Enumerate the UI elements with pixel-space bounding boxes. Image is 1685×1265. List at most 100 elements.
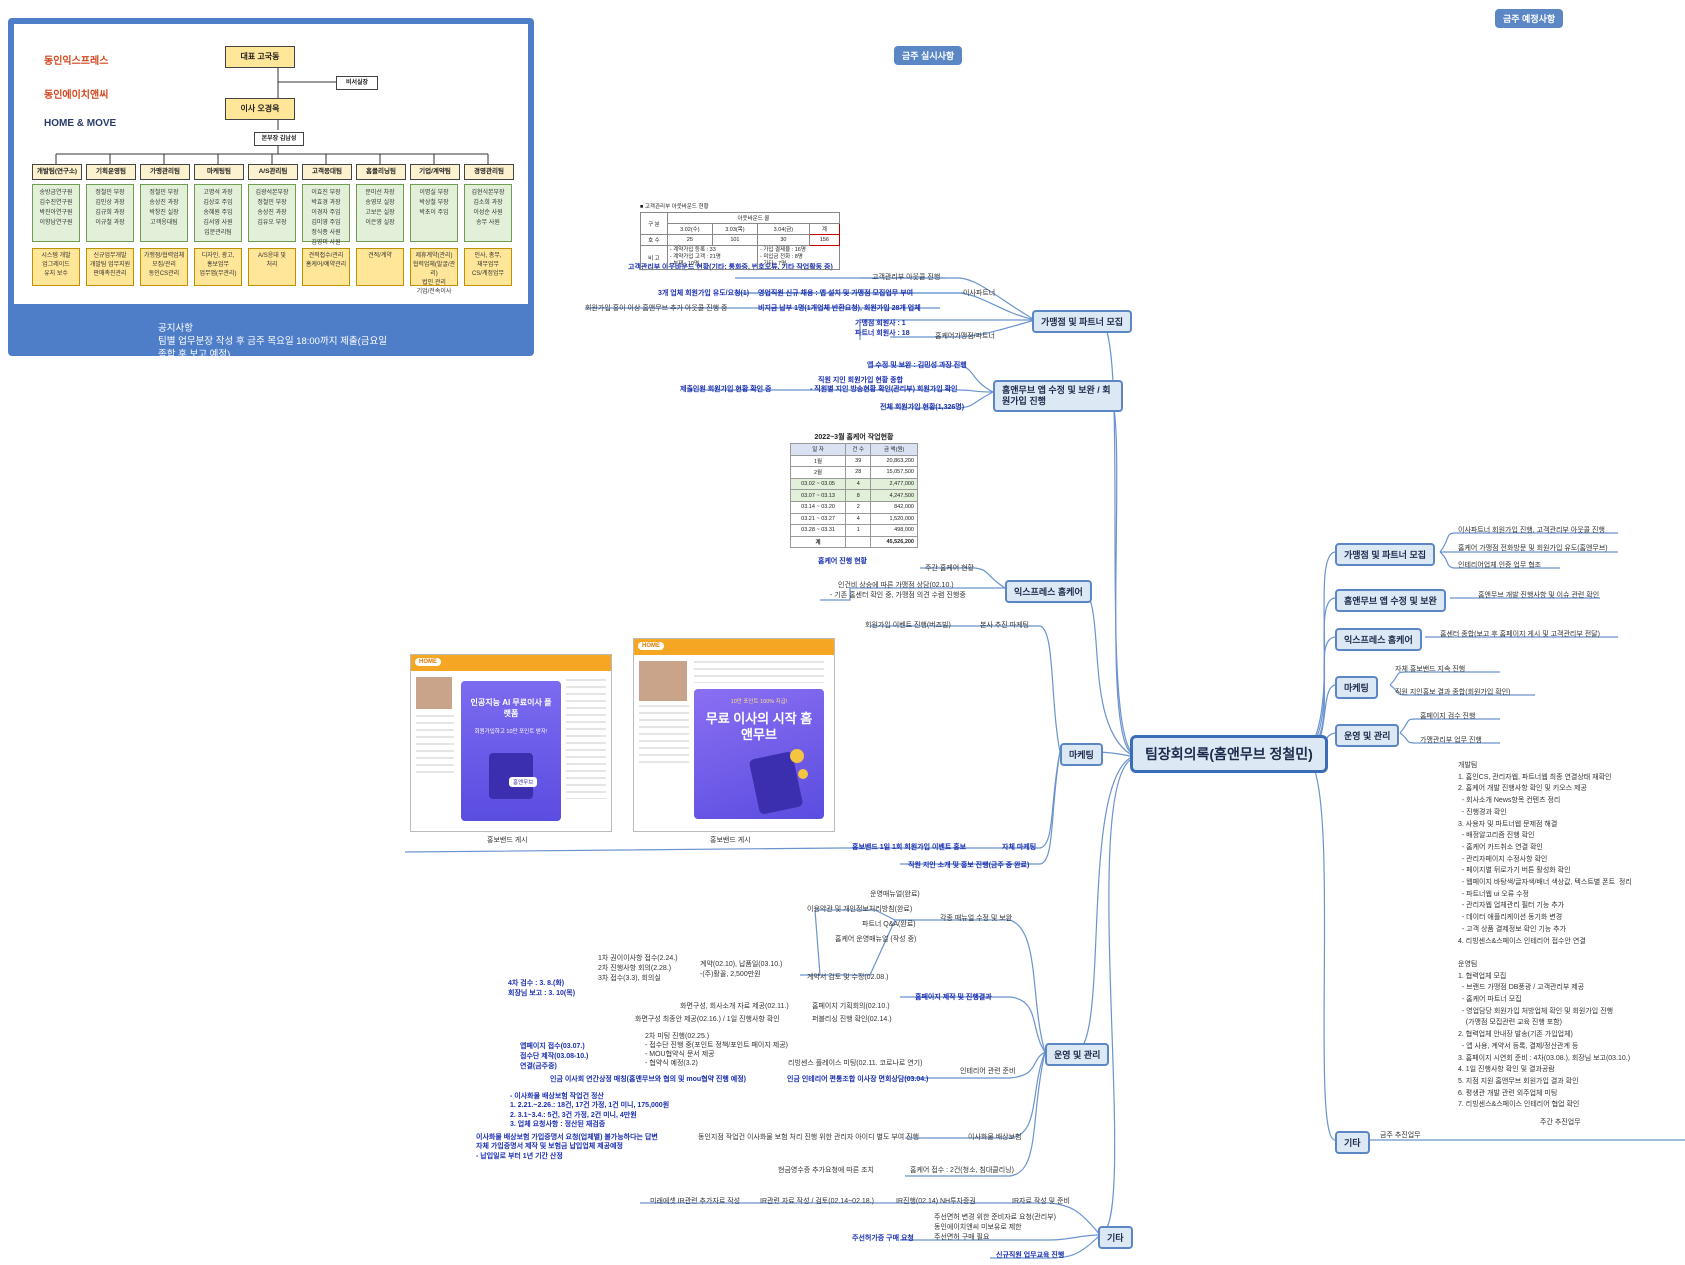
center-node[interactable]: 팀장회의록(홈앤무브 정철민): [1130, 735, 1328, 773]
left-tree-item: 앱 수정 및 보완 : 김민성 과장 진행: [867, 362, 967, 369]
outbound-note-cell: - 계약가입 등록 : 33 - 계약가입 고객 : 21명 - 부재 : 10…: [666, 245, 758, 270]
homecare-cell: 4: [845, 512, 872, 526]
left-tree-item: 제출인원 회원가입 현황 확인 중: [680, 386, 772, 393]
outbound-note-cell: - 가입 결제율 : 16명 - 미입금 전화 : 8명 - 기타 : 7명: [756, 245, 841, 270]
logo-dongin-hnc: 동인에이치앤씨: [44, 90, 109, 101]
org-task-line: 홍보업무: [206, 262, 230, 268]
homecare-cell: 1,520,000: [870, 512, 918, 526]
this-week-tag: 금주 실시사항: [894, 46, 963, 65]
left-branch-operation[interactable]: 운영 및 관리: [1045, 1043, 1110, 1066]
org-staff-member: 이규철 과장: [95, 220, 125, 226]
right-branch-marketing[interactable]: 마케팅: [1335, 676, 1378, 699]
right-branch-homecare[interactable]: 익스프레스 홈케어: [1335, 628, 1422, 651]
org-task-line: 인사, 총무,: [474, 253, 502, 259]
homecare-cell: 03.02 ~ 03.05: [789, 477, 847, 491]
outbound-note: - 계약가입 고객 : 21명: [669, 254, 721, 260]
left-tree-item: 3개 업체 회원가입 유도/요청(1): [658, 290, 750, 297]
left-tree-item: 홈페이지 제작 및 진행결과: [915, 994, 992, 1001]
phone-illustration: [489, 753, 533, 799]
promo-card: 10만 포인트 100% 지급! 무료 이사의 시작 홈앤무브: [694, 689, 824, 819]
right-leaf: 이사파트너 회원가입 진행, 고객관리부 아웃콜 진행: [1458, 527, 1605, 534]
homecare-cell: 15,057,500: [870, 466, 918, 479]
org-task-line: 제휴계약(관리): [415, 253, 453, 259]
homecare-header-cell: 금 액(원): [870, 443, 918, 456]
org-staff-member: 고보은 실장: [365, 210, 395, 216]
promo-card-button[interactable]: 홈앤무브: [509, 777, 538, 787]
homecare-cell: 03.21 ~ 03.27: [789, 512, 847, 526]
right-branch-etc[interactable]: 기타: [1335, 1131, 1370, 1154]
org-staff-member: 정철민 부장: [149, 190, 179, 196]
left-tree-item: 2. 3.1~3.4.: 5건, 3건 가정, 2건 미니, 4만원: [510, 1112, 637, 1119]
org-lines: [55, 68, 489, 164]
post-thumbnail: [639, 661, 687, 701]
left-branch-app[interactable]: 홈앤무브 앱 수정 및 보완 / 회원가입 진행: [993, 380, 1123, 412]
post-text-lines: [639, 705, 689, 765]
org-chart: 동인익스프레스 동인에이치앤씨 HOME & MOVE 대표 고국동 비서실장 …: [14, 24, 528, 304]
left-branch-partner[interactable]: 가맹점 및 파트너 모집: [1032, 310, 1133, 333]
org-task-line: CS/계정업무: [471, 271, 505, 277]
org-staff-member: 박효경 과장: [311, 200, 341, 206]
next-week-tag: 금주 예정사항: [1495, 9, 1564, 28]
org-chart-panel: 동인익스프레스 동인에이치앤씨 HOME & MOVE 대표 고국동 비서실장 …: [8, 18, 534, 360]
org-task-line: 법인 관리: [422, 280, 446, 286]
org-staff-member: 이향남연구원: [39, 220, 73, 226]
left-branch-homecare[interactable]: 익스프레스 홈케어: [1005, 580, 1092, 603]
org-dept: 경영관리팀: [464, 164, 514, 180]
promo-card-title: 인공지능 AI 무료이사 플랫폼: [470, 698, 552, 718]
homecare-cell: 4,247,500: [870, 489, 918, 502]
left-branch-etc[interactable]: 기타: [1098, 1226, 1133, 1249]
promo-card-title: 무료 이사의 시작 홈앤무브: [705, 711, 813, 742]
right-branch-partner[interactable]: 가맹점 및 파트너 모집: [1335, 543, 1436, 566]
left-tree-item: 주선면허 변경 위한 준비자료 요청(관리부): [934, 1214, 1056, 1221]
org-staff-member: 박창진 실장: [149, 210, 179, 216]
right-leaf: 가맹관리부 업무 진행: [1420, 737, 1482, 744]
right-branch-app[interactable]: 홈앤무브 앱 수정 및 보완: [1335, 589, 1446, 612]
left-tree-item: 연결(금주중): [520, 1063, 557, 1070]
org-notice: 공지사항 팀별 업무분장 작성 후 금주 목요일 18:00까지 제출(금요일 …: [158, 322, 458, 361]
org-staff-member: 김유오 부장: [257, 220, 287, 226]
org-staff-member: 김광석본부장: [255, 190, 289, 196]
left-tree-item: 영업직원 신규 채용 : 앱 설치 및 가맹점 모집업무 부여: [758, 290, 914, 297]
org-notice-line: 팀별 업무분장 작성 후 금주 목요일 18:00까지 제출(금요일: [158, 336, 387, 347]
org-dept: 마케팅팀: [194, 164, 244, 180]
left-tree-item: 비지금 납부 1명(1개업체 반환요청), 회원가입 28개 업체: [758, 305, 921, 312]
left-tree-item: - 기존 홈센터 확인 중, 가맹점 의견 수렴 진행중: [830, 592, 966, 599]
right-branch-operation[interactable]: 운영 및 관리: [1335, 724, 1400, 747]
org-task: 견적/계약: [356, 248, 404, 286]
notes-block: 개발팀 1. 홈인CS, 관리자웹, 파트너웹 최종 연결상태 재확인 2. 홈…: [1458, 762, 1632, 1109]
homecare-cell: 498,000: [870, 524, 918, 537]
org-staff-member: 김수진연구원: [39, 200, 73, 206]
left-tree-item: 파트너 Q&A(완료): [862, 921, 916, 928]
org-task-line: 시스템 개발: [41, 253, 71, 259]
org-staff-member: 김상호 주임: [203, 200, 233, 206]
org-director: 이사 오경옥: [225, 98, 295, 120]
org-staff-member: 문미선 차장: [365, 190, 395, 196]
left-tree-item: IR관련 자료 작성 / 검토(02.14~02.18.): [760, 1198, 874, 1205]
left-branch-marketing[interactable]: 마케팅: [1060, 743, 1103, 766]
left-tree-item: 자체 가입증명서 제작 및 보험금 납입업체 제공예정: [476, 1143, 623, 1150]
left-tree-item: 파트너 회원사 : 18: [855, 330, 910, 337]
left-tree-item: 홈케어가맹점/파트너: [935, 333, 995, 340]
left-tree-item: IR자료 작성 및 준비: [1012, 1198, 1070, 1205]
org-notice-line: 공지사항: [158, 323, 193, 334]
org-staff-member: 이은영 실장: [365, 220, 395, 226]
left-tree-item: 이사화물 배상보험 가입증명서 요청(업체별) 불가능하다는 답변: [476, 1134, 658, 1141]
outbound-note: - 미입금 전화 : 8명: [759, 254, 803, 260]
outbound-header-cell: 아웃바운드 콜: [666, 212, 841, 224]
right-leaf: 홈앤무브 개발 진행사항 및 이슈 관련 확인: [1478, 592, 1600, 599]
outbound-cell: 156: [808, 234, 841, 246]
org-staff-member: 김소희 과장: [473, 200, 503, 206]
left-tree-item: 직원 지인 회원가입 현황 종합: [818, 377, 904, 384]
org-staff-member: 김규희 과장: [95, 210, 125, 216]
org-dept: 가맹관리팀: [140, 164, 190, 180]
org-task-line: 견적접수/관리: [308, 253, 344, 259]
outbound-subheader-cell: 계: [808, 223, 841, 235]
outbound-subheader-cell: 3.04(금): [756, 223, 810, 235]
